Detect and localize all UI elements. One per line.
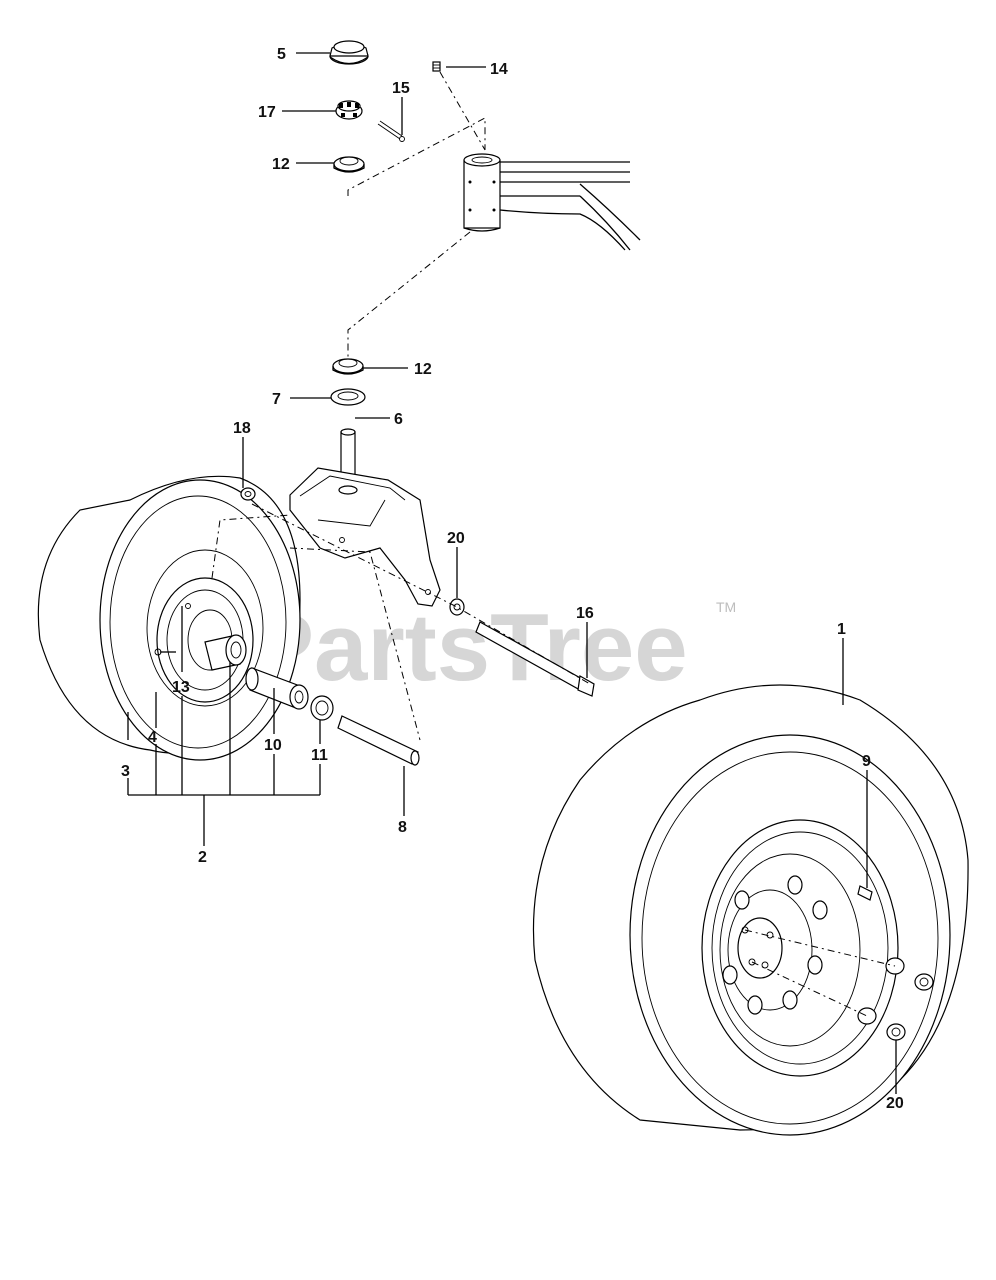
part-caster-yoke bbox=[289, 467, 441, 607]
part-castle-nut bbox=[335, 100, 363, 120]
callout-8: 8 bbox=[398, 819, 407, 836]
part-axle-bolt bbox=[475, 621, 595, 697]
watermark-text: PartsTree bbox=[250, 594, 688, 701]
part-wheel-grease-fitting bbox=[240, 487, 256, 501]
callout-16: 16 bbox=[576, 605, 594, 622]
leader-lines bbox=[127, 52, 897, 1094]
callout-10: 10 bbox=[264, 737, 282, 754]
callout-7: 7 bbox=[272, 391, 281, 408]
callout-9: 9 bbox=[862, 753, 871, 770]
callout-4: 4 bbox=[148, 729, 157, 746]
part-grease-fitting bbox=[432, 61, 441, 72]
part-bearing-upper bbox=[333, 156, 365, 173]
callout-18: 18 bbox=[233, 420, 251, 437]
part-bearing-lower bbox=[332, 358, 364, 375]
part-axle-tube bbox=[337, 715, 420, 766]
callout-3: 3 bbox=[121, 763, 130, 780]
callout-1: 1 bbox=[837, 621, 846, 638]
callout-14: 14 bbox=[490, 61, 508, 78]
callout-20-left: 20 bbox=[447, 530, 465, 547]
callout-5: 5 bbox=[277, 46, 286, 63]
frame-pivot-tube bbox=[463, 153, 641, 251]
callout-20-right: 20 bbox=[886, 1095, 904, 1112]
part-roller-bearing bbox=[245, 667, 309, 710]
part-seal bbox=[330, 388, 366, 406]
callout-17: 17 bbox=[258, 104, 276, 121]
callout-2: 2 bbox=[198, 849, 207, 866]
part-washer bbox=[449, 598, 465, 616]
part-lug-nuts bbox=[857, 957, 934, 1041]
watermark-trademark: TM bbox=[716, 599, 736, 615]
part-spacer bbox=[310, 695, 334, 721]
part-cotter-pin bbox=[377, 120, 405, 142]
callout-6: 6 bbox=[394, 411, 403, 428]
part-dust-cap bbox=[329, 40, 369, 65]
callout-15: 15 bbox=[392, 80, 410, 97]
callout-12-upper: 12 bbox=[272, 156, 290, 173]
part-rear-wheel bbox=[532, 684, 969, 1136]
callout-13: 13 bbox=[172, 679, 190, 696]
callout-12-lower: 12 bbox=[414, 361, 432, 378]
part-valve-stem bbox=[857, 885, 873, 901]
callout-11: 11 bbox=[311, 747, 328, 764]
part-front-caster-wheel bbox=[37, 475, 301, 761]
